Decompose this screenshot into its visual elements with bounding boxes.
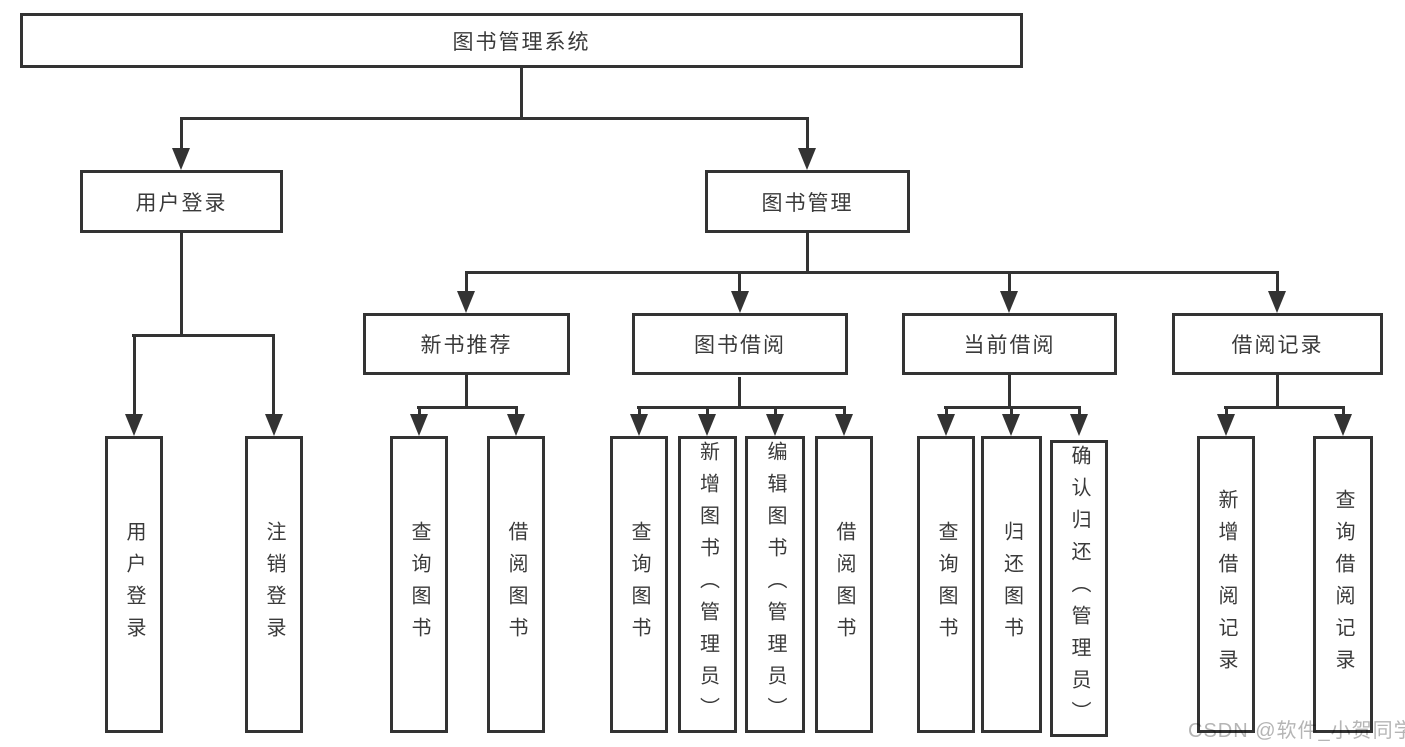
connector-line — [515, 406, 518, 416]
leaf-recommend-query-book: 查询图书 — [390, 436, 448, 733]
arrow-down-icon — [937, 414, 955, 436]
leaf-recommend-query-book-label: 查询图书 — [408, 520, 430, 649]
connector-line — [465, 375, 468, 408]
connector-line — [738, 271, 741, 293]
connector-line — [738, 377, 741, 408]
connector-line — [1342, 406, 1345, 416]
connector-line — [465, 271, 1279, 274]
csdn-watermark: CSDN @软件_小贺同学 — [1188, 720, 1405, 742]
leaf-edit-book-admin-label: 编辑图书（管理员） — [764, 440, 786, 729]
connector-line — [774, 406, 777, 416]
leaf-current-query-book-label: 查询图书 — [935, 520, 957, 649]
node-book-borrow-label: 图书借阅 — [694, 334, 786, 357]
connector-line — [132, 334, 275, 337]
leaf-logout-login: 注销登录 — [245, 436, 303, 733]
leaf-user-login: 用户登录 — [105, 436, 163, 733]
connector-line — [418, 406, 421, 416]
leaf-return-book-label: 归还图书 — [1000, 520, 1023, 649]
leaf-query-borrow-record-label: 查询借阅记录 — [1332, 488, 1354, 681]
connector-line — [1008, 375, 1011, 408]
connector-line — [706, 406, 709, 416]
node-new-book-recommend-label: 新书推荐 — [420, 334, 513, 357]
node-borrow-records-label: 借阅记录 — [1231, 334, 1324, 357]
connector-line — [1008, 271, 1011, 293]
arrow-down-icon — [698, 414, 716, 436]
leaf-recommend-borrow-book: 借阅图书 — [487, 436, 545, 733]
leaf-borrow-book: 借阅图书 — [815, 436, 873, 733]
leaf-recommend-borrow-book-label: 借阅图书 — [505, 520, 527, 649]
leaf-confirm-return-admin-label: 确认归还（管理员） — [1068, 444, 1090, 733]
leaf-edit-book-admin: 编辑图书（管理员） — [745, 436, 805, 733]
arrow-down-icon — [1268, 291, 1286, 313]
arrow-down-icon — [410, 414, 428, 436]
arrow-down-icon — [265, 414, 283, 436]
arrow-down-icon — [798, 148, 816, 170]
connector-line — [417, 406, 518, 409]
node-book-management-label: 图书管理 — [761, 191, 854, 215]
leaf-add-borrow-record-label: 新增借阅记录 — [1215, 488, 1237, 681]
leaf-logout-login-label: 注销登录 — [263, 520, 285, 649]
connector-line — [1225, 406, 1228, 416]
arrow-down-icon — [125, 414, 143, 436]
connector-line — [520, 68, 523, 118]
leaf-user-login-label: 用户登录 — [123, 520, 145, 649]
connector-line — [1276, 271, 1279, 293]
connector-line — [180, 117, 183, 150]
leaf-confirm-return-admin: 确认归还（管理员） — [1050, 440, 1108, 737]
node-current-borrow: 当前借阅 — [902, 313, 1117, 375]
leaf-add-borrow-record: 新增借阅记录 — [1197, 436, 1255, 733]
leaf-borrow-query-book: 查询图书 — [610, 436, 668, 733]
arrow-down-icon — [1070, 414, 1088, 436]
connector-line — [1276, 375, 1279, 408]
arrow-down-icon — [1000, 291, 1018, 313]
node-current-borrow-label: 当前借阅 — [963, 334, 1056, 357]
arrow-down-icon — [457, 291, 475, 313]
arrow-down-icon — [731, 291, 749, 313]
arrow-down-icon — [1334, 414, 1352, 436]
connector-line — [1078, 406, 1081, 416]
node-new-book-recommend: 新书推荐 — [363, 313, 570, 375]
arrow-down-icon — [507, 414, 525, 436]
arrow-down-icon — [766, 414, 784, 436]
arrow-down-icon — [1217, 414, 1235, 436]
connector-line — [180, 117, 809, 120]
leaf-add-book-admin-label: 新增图书（管理员） — [696, 440, 719, 729]
leaf-query-borrow-record: 查询借阅记录 — [1313, 436, 1373, 733]
leaf-borrow-book-label: 借阅图书 — [833, 520, 855, 649]
node-library-system-label: 图书管理系统 — [452, 30, 591, 54]
connector-line — [843, 406, 846, 416]
arrow-down-icon — [172, 148, 190, 170]
leaf-add-book-admin: 新增图书（管理员） — [678, 436, 737, 733]
connector-line — [1224, 406, 1344, 409]
connector-line — [806, 117, 809, 150]
leaf-return-book: 归还图书 — [981, 436, 1042, 733]
connector-line — [180, 233, 183, 336]
arrow-down-icon — [835, 414, 853, 436]
connector-line — [945, 406, 948, 416]
connector-line — [1010, 406, 1013, 416]
connector-line — [806, 233, 809, 273]
leaf-current-query-book: 查询图书 — [917, 436, 975, 733]
node-library-system: 图书管理系统 — [20, 13, 1023, 68]
leaf-borrow-query-book-label: 查询图书 — [628, 520, 650, 649]
connector-line — [272, 334, 275, 416]
node-user-login-label: 用户登录 — [135, 191, 228, 215]
connector-line — [638, 406, 641, 416]
connector-line — [637, 406, 845, 409]
connector-line — [465, 271, 468, 293]
node-book-management: 图书管理 — [705, 170, 910, 233]
arrow-down-icon — [630, 414, 648, 436]
node-user-login: 用户登录 — [80, 170, 283, 233]
connector-line — [133, 334, 136, 416]
node-borrow-records: 借阅记录 — [1172, 313, 1383, 375]
arrow-down-icon — [1002, 414, 1020, 436]
node-book-borrow: 图书借阅 — [632, 313, 848, 375]
